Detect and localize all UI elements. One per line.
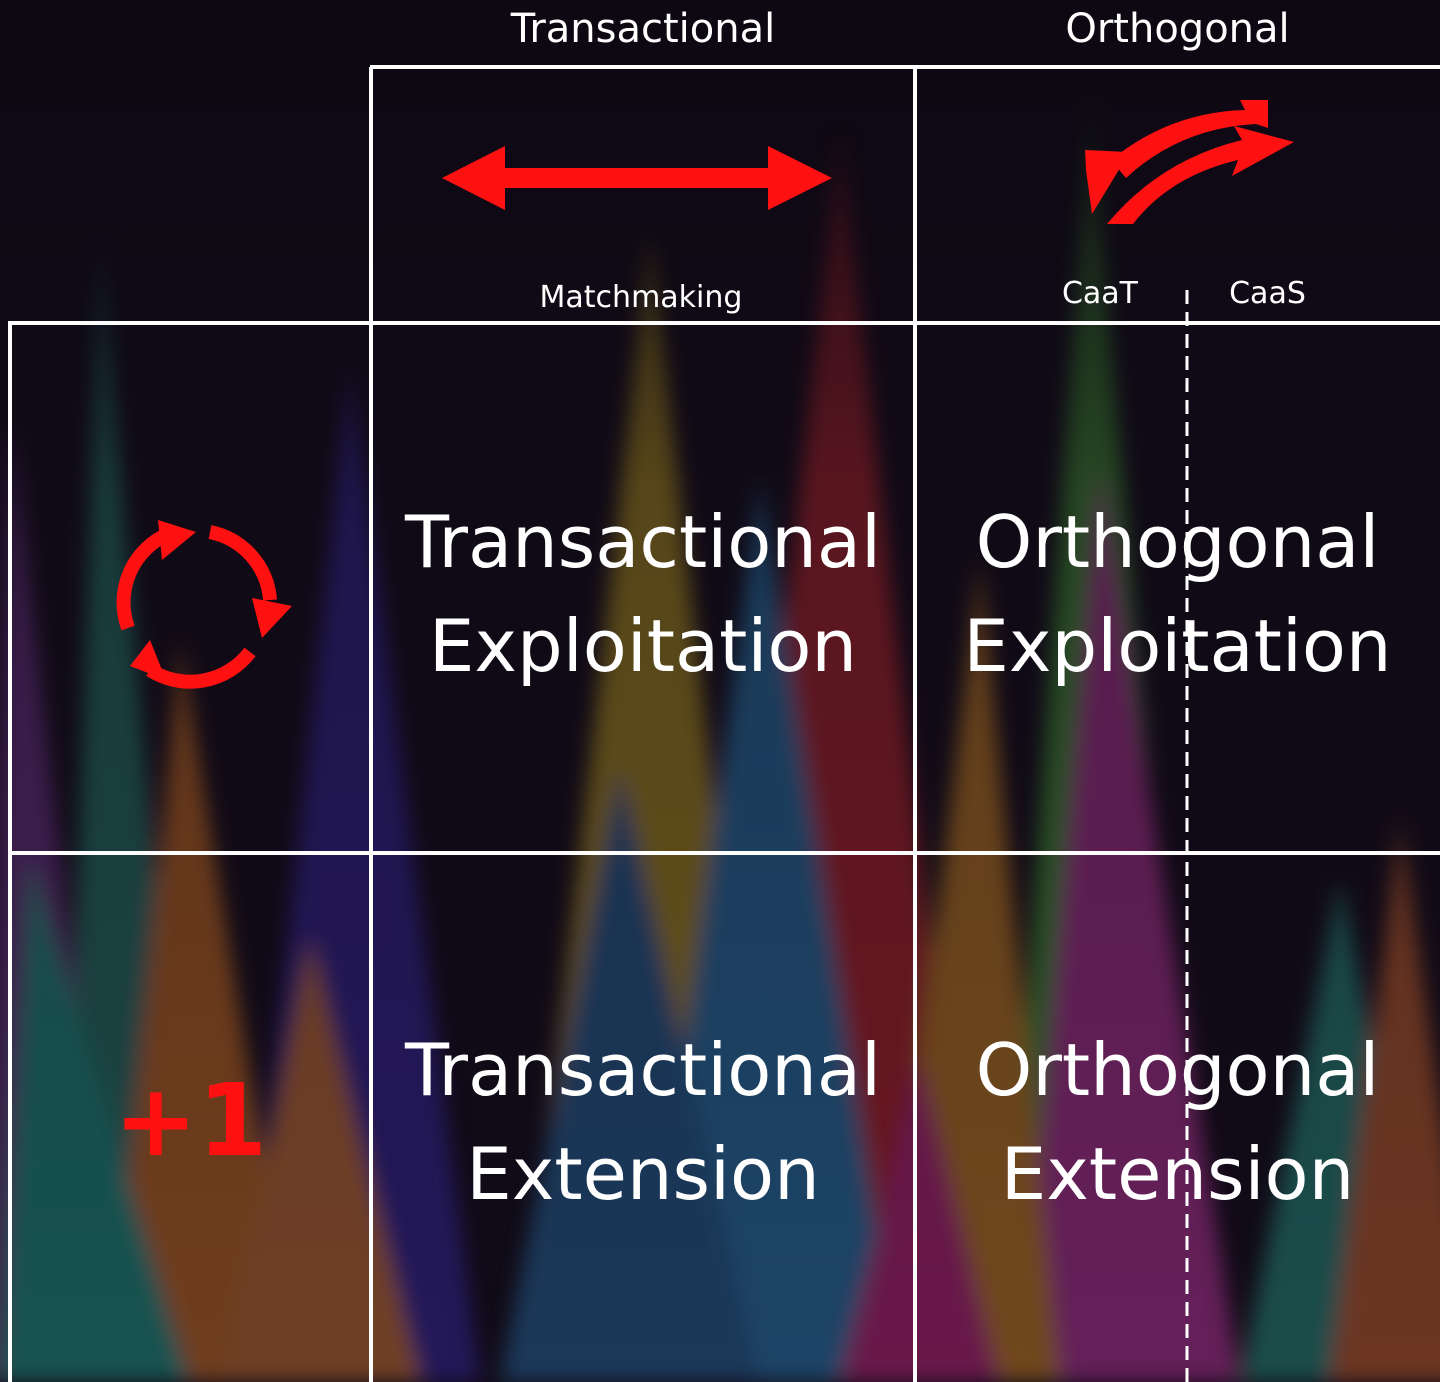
cell-line: Transactional [404,1028,881,1112]
column-header-orthogonal: Orthogonal [1065,6,1290,52]
plus-one-symbol: +1 [113,1062,268,1179]
column-header-transactional: Transactional [510,6,776,52]
cycle-arrowheads [130,520,292,680]
cell-line: Extension [1000,1132,1355,1216]
caat-label: CaaT [1061,276,1139,311]
cell-orthogonal-extension: Orthogonal Extension [915,1018,1440,1226]
cell-line: Exploitation [428,604,858,688]
matchmaking-label: Matchmaking [539,280,743,315]
cell-line: Exploitation [963,604,1392,688]
cell-orthogonal-exploitation: Orthogonal Exploitation [915,490,1440,698]
cell-line: Extension [466,1132,820,1216]
cell-line: Transactional [404,500,881,584]
caas-label: CaaS [1229,276,1306,311]
swap-curved-arrows-icon [1085,100,1294,224]
cell-line: Orthogonal [975,1028,1380,1112]
cell-line: Orthogonal [975,500,1380,584]
cell-transactional-extension: Transactional Extension [371,1018,915,1226]
double-headed-arrow-icon [442,146,832,210]
cell-transactional-exploitation: Transactional Exploitation [371,490,915,698]
